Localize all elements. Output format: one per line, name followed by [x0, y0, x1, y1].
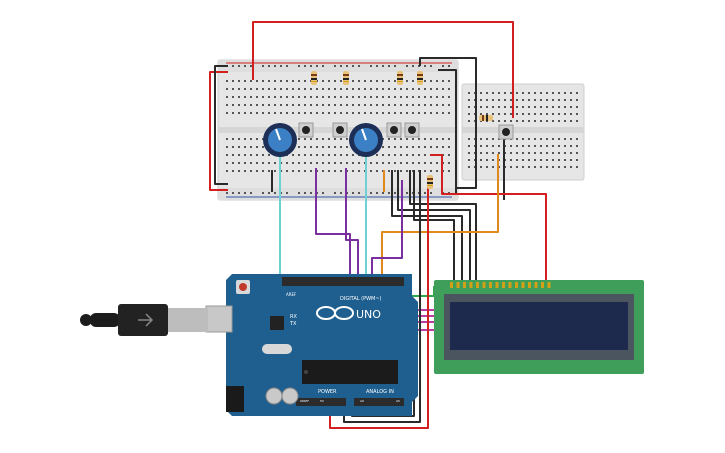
wire-black[interactable]: [413, 170, 455, 282]
pushbutton-icon[interactable]: [332, 122, 348, 138]
resistor-icon: [417, 71, 423, 85]
pushbutton-icon[interactable]: [404, 122, 420, 138]
breadboard-holes: [226, 65, 450, 194]
uno-label: UNO: [356, 308, 381, 321]
resistor-icon: [427, 175, 433, 189]
wire-black[interactable]: [438, 69, 457, 195]
wire-red[interactable]: [329, 180, 429, 429]
power-label: POWER: [318, 389, 337, 395]
digital-label: DIGITAL (PWM~): [340, 296, 382, 302]
arduino-uno-board[interactable]: UNO DIGITAL (PWM~) TX RX AREF POWER ANAL…: [205, 274, 418, 416]
wire-red[interactable]: [252, 21, 514, 118]
rx-label: RX: [290, 314, 297, 320]
wire-red[interactable]: [209, 71, 228, 191]
wire-orange[interactable]: [381, 154, 499, 280]
wire-black[interactable]: [409, 170, 477, 282]
arduino-infinity-logo-icon: [316, 306, 354, 320]
a0-label: A0: [360, 399, 364, 403]
aref-label: AREF: [286, 292, 297, 297]
resistor-icon: [479, 115, 493, 121]
ioref-label: IOREF: [300, 399, 309, 403]
atmega-chip-icon: [302, 360, 398, 384]
wire-black[interactable]: [397, 170, 471, 282]
wire-purple[interactable]: [371, 180, 403, 282]
resistor-icon: [343, 71, 349, 85]
wire-purple[interactable]: [345, 168, 359, 282]
small-breadboard[interactable]: [461, 83, 585, 181]
wire-black[interactable]: [419, 57, 477, 189]
pushbutton-icon[interactable]: [498, 124, 514, 140]
v5-label: 5V: [320, 399, 325, 403]
breadboard-holes: [468, 92, 578, 168]
tx-label: TX: [289, 321, 297, 327]
analog-label: ANALOG IN: [366, 389, 394, 395]
pushbutton-icon[interactable]: [386, 122, 402, 138]
pushbutton-icon[interactable]: [298, 122, 314, 138]
potentiometer-icon[interactable]: [349, 123, 383, 157]
usb-cable-icon: [80, 304, 208, 336]
resistor-icon: [311, 71, 317, 85]
wire-black[interactable]: [214, 65, 228, 185]
lcd-16x2[interactable]: [434, 280, 644, 374]
resistor-icon: [397, 71, 403, 85]
a5-label: A5: [396, 399, 400, 403]
potentiometer-icon[interactable]: [263, 123, 297, 157]
wire-purple[interactable]: [315, 168, 351, 282]
wire-red[interactable]: [430, 154, 547, 282]
